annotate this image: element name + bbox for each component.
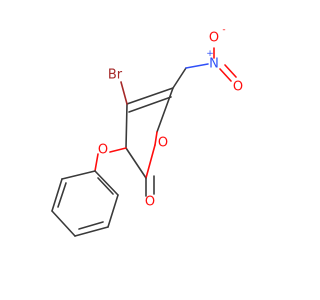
bond-c4-c5 — [156, 87, 174, 133]
bond-c3-br — [120, 81, 128, 105]
bond-ph-4 — [51, 210, 76, 237]
bond-ph-1 — [94, 170, 119, 196]
bond-ph-double-3 — [57, 182, 67, 208]
bond-c1-ring-o — [145, 144, 156, 179]
bond-ch2-n — [185, 63, 209, 69]
bromine-label: Br — [108, 68, 123, 83]
nitro-nitrogen-charge: + — [206, 49, 214, 59]
bond-ph-double-1 — [97, 177, 114, 195]
bond-ph-2 — [107, 194, 119, 228]
bond-c3-c4 — [126, 87, 174, 105]
molecule-structure: Br O O O N + O - O — [51, 25, 243, 237]
bond-ph-5 — [51, 178, 63, 212]
bond-c3-c2 — [125, 103, 128, 149]
nitro-oxygen-minus-charge: - — [222, 25, 225, 35]
carbonyl-oxygen-label: O — [145, 195, 155, 210]
ether-oxygen-label: O — [98, 143, 108, 158]
nitro-oxygen-double-label: O — [233, 80, 243, 95]
bond-c2-ether-o — [109, 147, 127, 153]
nitro-oxygen-minus-label: O — [209, 31, 219, 46]
bond-n-o-double-b — [224, 64, 237, 78]
bond-ether-o-phenyl — [94, 153, 99, 172]
bond-ph-double-2 — [78, 221, 104, 230]
bond-ring-o-c5 — [154, 131, 158, 146]
bond-c2-c1 — [125, 147, 147, 179]
bond-n-o-double-a — [219, 68, 232, 82]
nitro-nitrogen-label: N — [209, 57, 219, 72]
atom-labels: Br O O O N + O - O — [98, 25, 243, 210]
bond-c4-c3-double — [128, 96, 172, 113]
ring-oxygen-label: O — [158, 136, 168, 151]
bond-lines — [51, 47, 237, 237]
bond-ph-6 — [61, 170, 96, 180]
bond-ph-3 — [74, 226, 109, 237]
bond-c5-ch2 — [172, 67, 187, 89]
